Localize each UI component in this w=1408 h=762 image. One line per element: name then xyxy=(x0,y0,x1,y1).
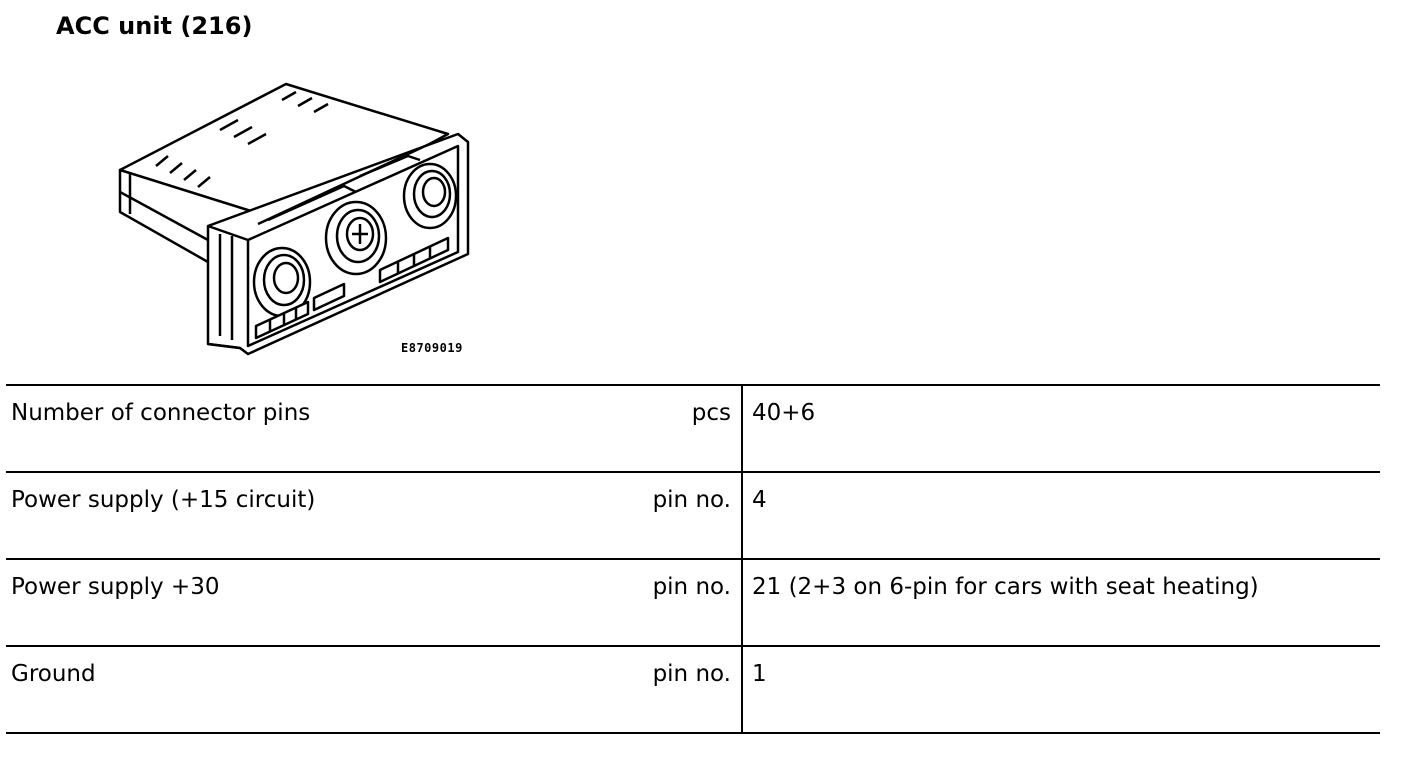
page-title: ACC unit (216) xyxy=(56,12,253,40)
row-label: Power supply +30 xyxy=(6,558,621,647)
table-row: Number of connector pins pcs 40+6 xyxy=(6,384,1380,473)
row-value: 21 (2+3 on 6-pin for cars with seat heat… xyxy=(742,558,1380,647)
row-label: Power supply (+15 circuit) xyxy=(6,471,621,560)
row-unit: pin no. xyxy=(621,471,743,560)
row-label: Ground xyxy=(6,645,621,734)
row-unit: pin no. xyxy=(621,558,743,647)
row-value: 4 xyxy=(742,471,1380,560)
table-row: Ground pin no. 1 xyxy=(6,645,1380,734)
table-row: Power supply +30 pin no. 21 (2+3 on 6-pi… xyxy=(6,558,1380,647)
row-value: 1 xyxy=(742,645,1380,734)
row-value: 40+6 xyxy=(742,384,1380,473)
row-unit: pin no. xyxy=(621,645,743,734)
table-row: Power supply (+15 circuit) pin no. 4 xyxy=(6,471,1380,560)
row-unit: pcs xyxy=(621,384,743,473)
acc-unit-illustration xyxy=(118,82,470,356)
spec-table: Number of connector pins pcs 40+6 Power … xyxy=(6,384,1380,734)
row-label: Number of connector pins xyxy=(6,384,621,473)
figure-code: E8709019 xyxy=(401,341,463,355)
